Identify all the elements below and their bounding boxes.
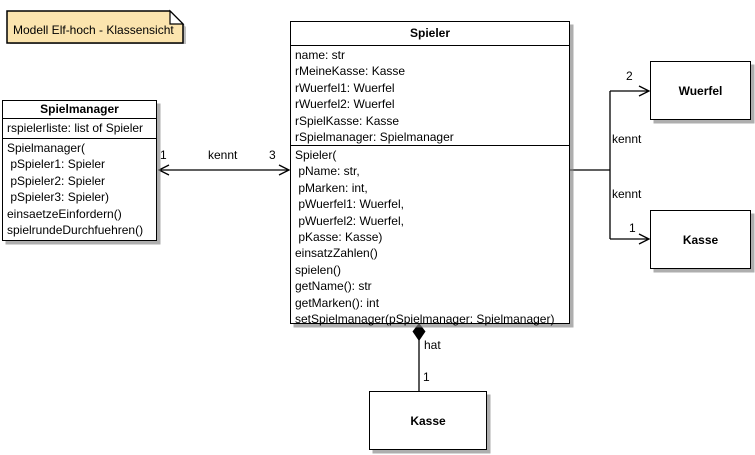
method-line: setSpielmanager(pSpielmanager: Spielmana… — [295, 311, 555, 326]
open-arrowhead-wuerfel-icon — [638, 85, 651, 97]
open-arrowhead-left-icon — [157, 164, 170, 176]
method-line: pSpieler1: Spieler — [7, 157, 106, 171]
class-kasse-bottom[interactable]: Kasse — [369, 391, 487, 450]
association-label-kennt-wuerfel[interactable]: kennt — [612, 132, 642, 146]
class-wuerfel-title: Wuerfel — [678, 83, 723, 98]
open-arrowhead-right-icon — [278, 164, 291, 176]
class-kasse-right-title: Kasse — [682, 232, 719, 247]
method-line: spielen() — [295, 262, 342, 277]
note-fold-icon — [169, 9, 185, 25]
attribute-line: rMeineKasse: Kasse — [295, 64, 406, 79]
class-spielmanager[interactable]: Spielmanager rspielerliste: list of Spie… — [2, 100, 157, 241]
method-line: einsatzZahlen() — [295, 246, 378, 261]
association-spielmanager-spieler[interactable] — [157, 164, 291, 176]
multiplicity-kasse-right-end: 1 — [629, 221, 636, 235]
method-line: pWuerfel2: Wuerfel, — [295, 213, 404, 228]
method-line: getMarken(): int — [295, 295, 380, 310]
method-line: Spielmanager( — [7, 140, 86, 155]
association-label-kennt-kasse[interactable]: kennt — [612, 187, 642, 201]
method-line: pMarken: int, — [295, 180, 368, 195]
attribute-line: rSpielmanager: Spielmanager — [295, 129, 454, 144]
class-spielmanager-attributes: rspielerliste: list of Spieler — [3, 119, 156, 139]
attribute-line: rWuerfel2: Wuerfel — [295, 97, 395, 112]
class-wuerfel[interactable]: Wuerfel — [650, 61, 751, 120]
method-line: pWuerfel1: Wuerfel, — [295, 197, 404, 212]
class-kasse-bottom-title: Kasse — [410, 413, 446, 428]
class-kasse-right[interactable]: Kasse — [650, 210, 751, 269]
multiplicity-kasse-bottom-end: 1 — [423, 370, 430, 384]
multiplicity-spieler-end: 3 — [269, 148, 276, 162]
method-line: spielrundeDurchfuehren() — [7, 223, 144, 237]
multiplicity-spielmanager-end: 1 — [160, 148, 167, 162]
class-spieler-methods: Spieler( pName: str, pMarken: int, pWuer… — [291, 146, 569, 327]
attribute-line: rspielerliste: list of Spieler — [7, 121, 144, 135]
attribute-line: rWuerfel1: Wuerfel — [295, 80, 395, 95]
method-line: pName: str, — [295, 164, 360, 179]
attribute-line: rSpielKasse: Kasse — [295, 113, 400, 128]
method-line: pSpieler3: Spieler) — [7, 190, 110, 204]
attribute-line: name: str — [295, 48, 346, 62]
method-line: pSpieler2: Spieler — [7, 173, 106, 188]
composition-label-hat[interactable]: hat — [424, 338, 441, 352]
method-line: Spieler( — [295, 148, 337, 162]
class-spielmanager-title: Spielmanager — [3, 101, 156, 119]
class-spieler-title: Spieler — [291, 22, 569, 46]
method-line: getName(): str — [295, 279, 372, 294]
class-spielmanager-methods: Spielmanager( pSpieler1: Spieler pSpiele… — [3, 139, 156, 239]
method-line: einsaetzeEinfordern() — [7, 206, 122, 221]
multiplicity-wuerfel-end: 2 — [626, 69, 633, 83]
note-shape-icon — [6, 9, 186, 46]
note-modell[interactable]: Modell Elf-hoch - Klassensicht — [3, 7, 186, 46]
association-label-kennt-left[interactable]: kennt — [208, 148, 238, 162]
note-text: Modell Elf-hoch - Klassensicht — [13, 23, 174, 37]
class-spieler[interactable]: Spieler name: str rMeineKasse: Kasse rWu… — [290, 21, 570, 327]
composition-spieler-kasse[interactable] — [412, 323, 426, 391]
association-spieler-wuerfel-kasse[interactable] — [570, 85, 651, 245]
composition-diamond-icon — [412, 323, 426, 341]
method-line: pKasse: Kasse) — [295, 229, 383, 244]
class-spieler-attributes: name: str rMeineKasse: Kasse rWuerfel1: … — [291, 46, 569, 146]
open-arrowhead-kasse-icon — [638, 233, 651, 245]
